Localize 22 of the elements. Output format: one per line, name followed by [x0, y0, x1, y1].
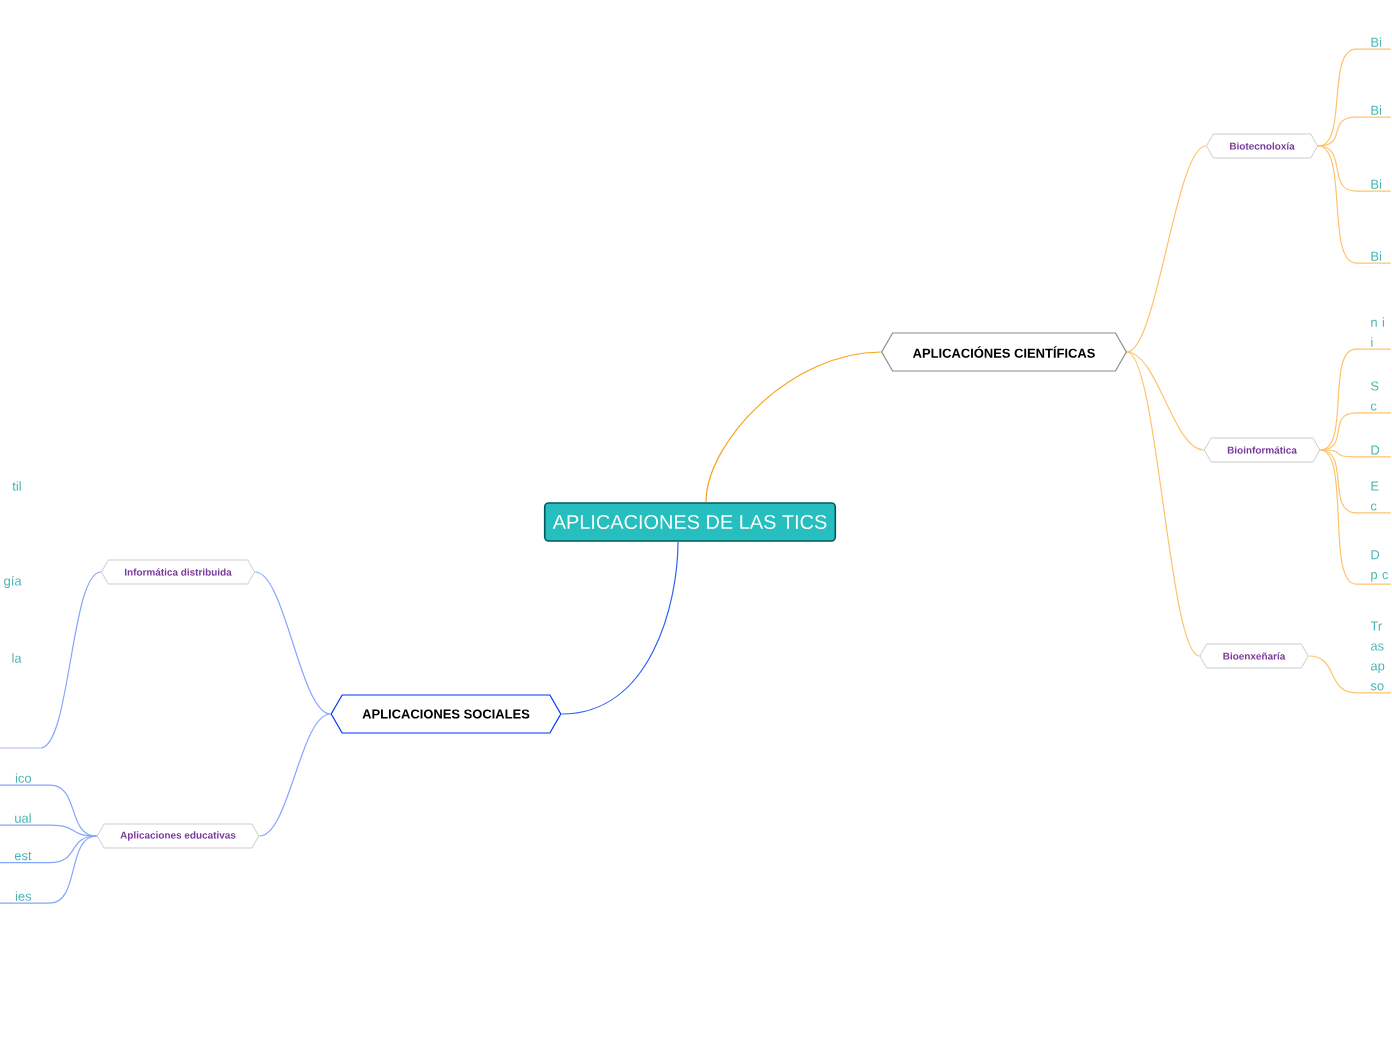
branch-line	[1317, 48, 1392, 147]
branch-line	[0, 824, 98, 837]
branch-line	[1319, 348, 1392, 451]
branch-line	[1317, 145, 1392, 192]
branch-line	[705, 351, 882, 503]
central-topic-box: APLICACIONES DE LAS TICS	[543, 502, 837, 542]
branch-line	[0, 747, 40, 749]
branch-line	[1126, 145, 1207, 353]
branch-line	[1319, 449, 1392, 585]
branch-line	[0, 835, 98, 864]
branch-line	[1126, 351, 1205, 451]
branch-line	[1317, 116, 1392, 147]
branch-line	[560, 541, 679, 715]
branch-line	[1319, 449, 1392, 514]
branch-line	[254, 571, 332, 715]
branch-line	[1317, 145, 1392, 264]
branch-line	[0, 835, 98, 904]
branch-line	[258, 713, 332, 837]
branch-line	[1308, 655, 1392, 694]
branch-line	[1319, 449, 1392, 458]
branch-line	[1126, 351, 1200, 657]
branch-line	[39, 571, 102, 749]
